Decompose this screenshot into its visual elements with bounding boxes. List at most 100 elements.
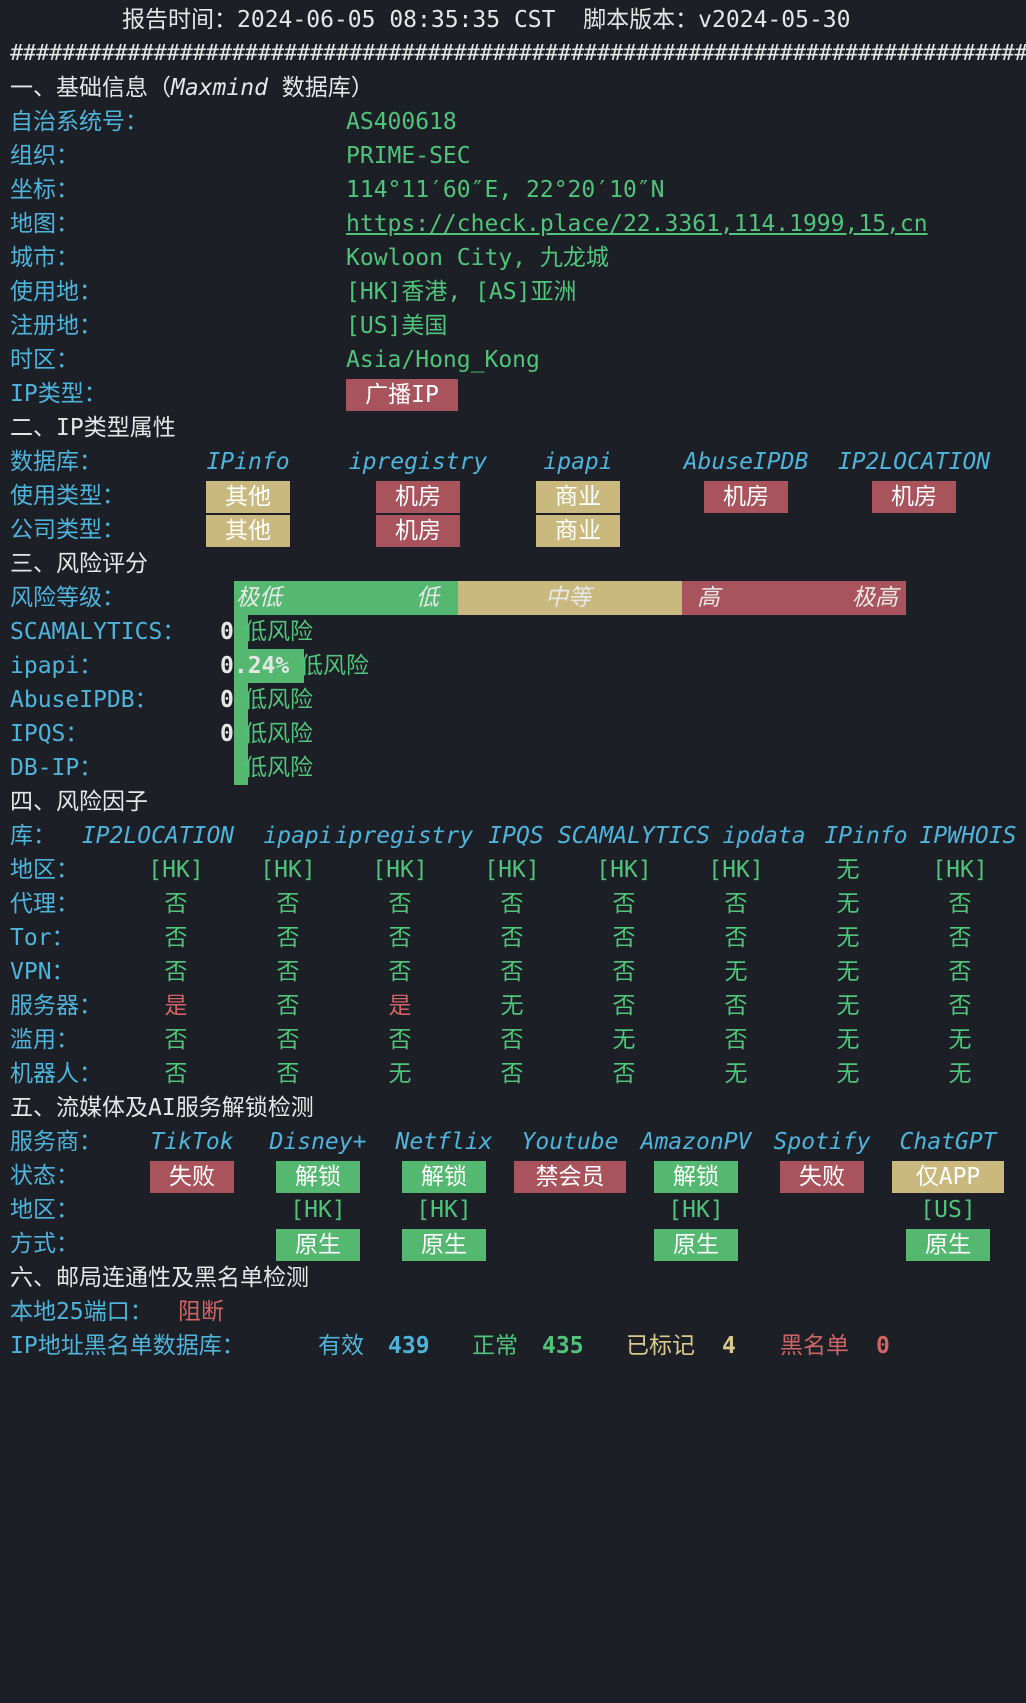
risk-level-label: 风险等级： <box>10 585 125 611</box>
stream-method-badge: 原生 <box>402 1229 486 1261</box>
risk-score-bar <box>234 649 304 683</box>
map-link[interactable]: https://check.place/22.3361,114.1999,15,… <box>346 211 928 237</box>
risk-score-text: 低风险 <box>300 653 369 679</box>
factor-value: [HK] <box>148 857 204 883</box>
factor-value: 否 <box>388 959 412 985</box>
basic-info-label: 组织： <box>10 143 79 169</box>
lib-name: IPWHOIS <box>919 823 1017 849</box>
stream-status-badge: 解锁 <box>402 1161 486 1193</box>
risk-score-text: 低风险 <box>244 619 313 645</box>
factor-row: VPN：否否否否否无无否 <box>0 955 1026 989</box>
risk-score-value: 0 <box>220 687 234 713</box>
factor-value: 无 <box>724 1061 748 1087</box>
risk-bar-medium <box>458 581 682 615</box>
factor-value: 是 <box>388 993 412 1019</box>
basic-info-row: 注册地：[US]美国 <box>0 309 1026 343</box>
usage-label: 使用类型： <box>10 483 125 509</box>
factor-row: 机器人：否否无否否无无无 <box>0 1057 1026 1091</box>
iptype-usage-row: 使用类型： 其他机房商业机房机房 <box>0 479 1026 513</box>
factor-row: 滥用：否否否否无否无无 <box>0 1023 1026 1057</box>
stream-status-badge: 禁会员 <box>514 1161 626 1193</box>
usage-type-badge: 机房 <box>704 481 788 513</box>
factor-value: 否 <box>948 891 972 917</box>
marked-label: 已标记 <box>626 1333 695 1359</box>
factor-value: 否 <box>164 891 188 917</box>
stream-region: [US] <box>920 1197 976 1223</box>
port-label: 本地25端口： <box>10 1299 153 1325</box>
factor-label: 代理： <box>10 891 79 917</box>
basic-info-label: 坐标： <box>10 177 79 203</box>
risk-source-label: SCAMALYTICS： <box>10 619 186 645</box>
terminal-window: 报告时间：2024-06-05 08:35:35 CST 脚本版本：v2024-… <box>0 7 1026 1359</box>
section-stream-title: 五、流媒体及AI服务解锁检测 <box>0 1091 1026 1125</box>
factor-value: 否 <box>388 1027 412 1053</box>
section-title: 五、流媒体及AI服务解锁检测 <box>10 1095 314 1121</box>
basic-info-value: 114°11′60″E, 22°20′10″N <box>346 177 665 203</box>
risk-source-label: ipapi： <box>10 653 103 679</box>
usage-type-badge: 机房 <box>872 481 956 513</box>
basic-info-value: AS400618 <box>346 109 457 135</box>
factor-value: 否 <box>724 1027 748 1053</box>
factor-value: [HK] <box>484 857 540 883</box>
risk-level-very-low: 极低 <box>236 585 282 611</box>
basic-info-value: PRIME-SEC <box>346 143 471 169</box>
factor-row: 代理：否否否否否否无否 <box>0 887 1026 921</box>
marked-count: 4 <box>722 1333 736 1359</box>
factor-row: 服务器：是否是无否否无否 <box>0 989 1026 1023</box>
section-title: 二、IP类型属性 <box>10 415 176 441</box>
factor-value: [HK] <box>260 857 316 883</box>
section-title-db: Maxmind <box>171 75 268 101</box>
factor-label: 滥用： <box>10 1027 79 1053</box>
lib-name: IPQS <box>488 823 544 849</box>
stream-method-badge: 原生 <box>276 1229 360 1261</box>
risk-score-bar <box>234 683 248 717</box>
factor-value: 无 <box>836 891 860 917</box>
basic-info-row: 组织： PRIME-SEC <box>0 139 1026 173</box>
risk-level-medium: 中等 <box>545 585 591 611</box>
basic-info-row: 城市：Kowloon City, 九龙城 <box>0 241 1026 275</box>
lib-name: ipdata <box>722 823 806 849</box>
factor-value: 否 <box>276 1061 300 1087</box>
basic-info-label: 地图： <box>10 211 79 237</box>
basic-info-row: 地图： https://check.place/22.3361,114.1999,… <box>0 207 1026 241</box>
db-label: 数据库： <box>10 449 102 475</box>
factor-value: 无 <box>836 857 860 883</box>
normal-count: 435 <box>542 1333 584 1359</box>
stream-status-badge: 失败 <box>150 1161 234 1193</box>
factor-value: 无 <box>612 1027 636 1053</box>
section-iptype-title: 二、IP类型属性 <box>0 411 1026 445</box>
report-header-text: 报告时间：2024-06-05 08:35:35 CST 脚本版本：v2024-… <box>122 7 851 33</box>
risk-score-bar <box>234 751 248 785</box>
stream-status-badge: 仅APP <box>892 1161 1004 1193</box>
factor-value: 否 <box>948 959 972 985</box>
basic-info-value: [US]美国 <box>346 313 448 339</box>
risk-score-value: 0 <box>220 721 234 747</box>
risk-level-high: 高 <box>697 585 720 611</box>
basic-info-value: [HK]香港, [AS]亚洲 <box>346 279 577 305</box>
basic-info-row: 自治系统号：AS400618 <box>0 105 1026 139</box>
basic-info-label: 使用地： <box>10 279 102 305</box>
stream-region: [HK] <box>290 1197 346 1223</box>
risk-score-text: 低风险 <box>244 755 313 781</box>
factor-value: 否 <box>948 925 972 951</box>
section-title: 三、风险评分 <box>10 551 148 577</box>
section-title-suffix: 数据库） <box>267 75 374 101</box>
section-title: 四、风险因子 <box>10 789 148 815</box>
basic-info-row: 坐标： 114°11′60″E, 22°20′10″N <box>0 173 1026 207</box>
ip-type-label: IP类型： <box>10 381 107 407</box>
factor-value: [HK] <box>372 857 428 883</box>
status-label: 状态： <box>10 1163 79 1189</box>
method-label: 方式： <box>10 1231 79 1257</box>
company-type-badge: 其他 <box>206 515 290 547</box>
normal-label: 正常 <box>472 1333 518 1359</box>
section-title: 一、基础信息（Maxmind 数据库） <box>10 71 374 105</box>
company-type-badge: 机房 <box>376 515 460 547</box>
db-name: ipapi <box>543 449 613 475</box>
factor-label: 地区： <box>10 857 79 883</box>
db-name: IP2LOCATION <box>837 449 991 475</box>
risk-bar-high <box>682 581 906 615</box>
basic-info-row: 时区：Asia/Hong_Kong <box>0 343 1026 377</box>
